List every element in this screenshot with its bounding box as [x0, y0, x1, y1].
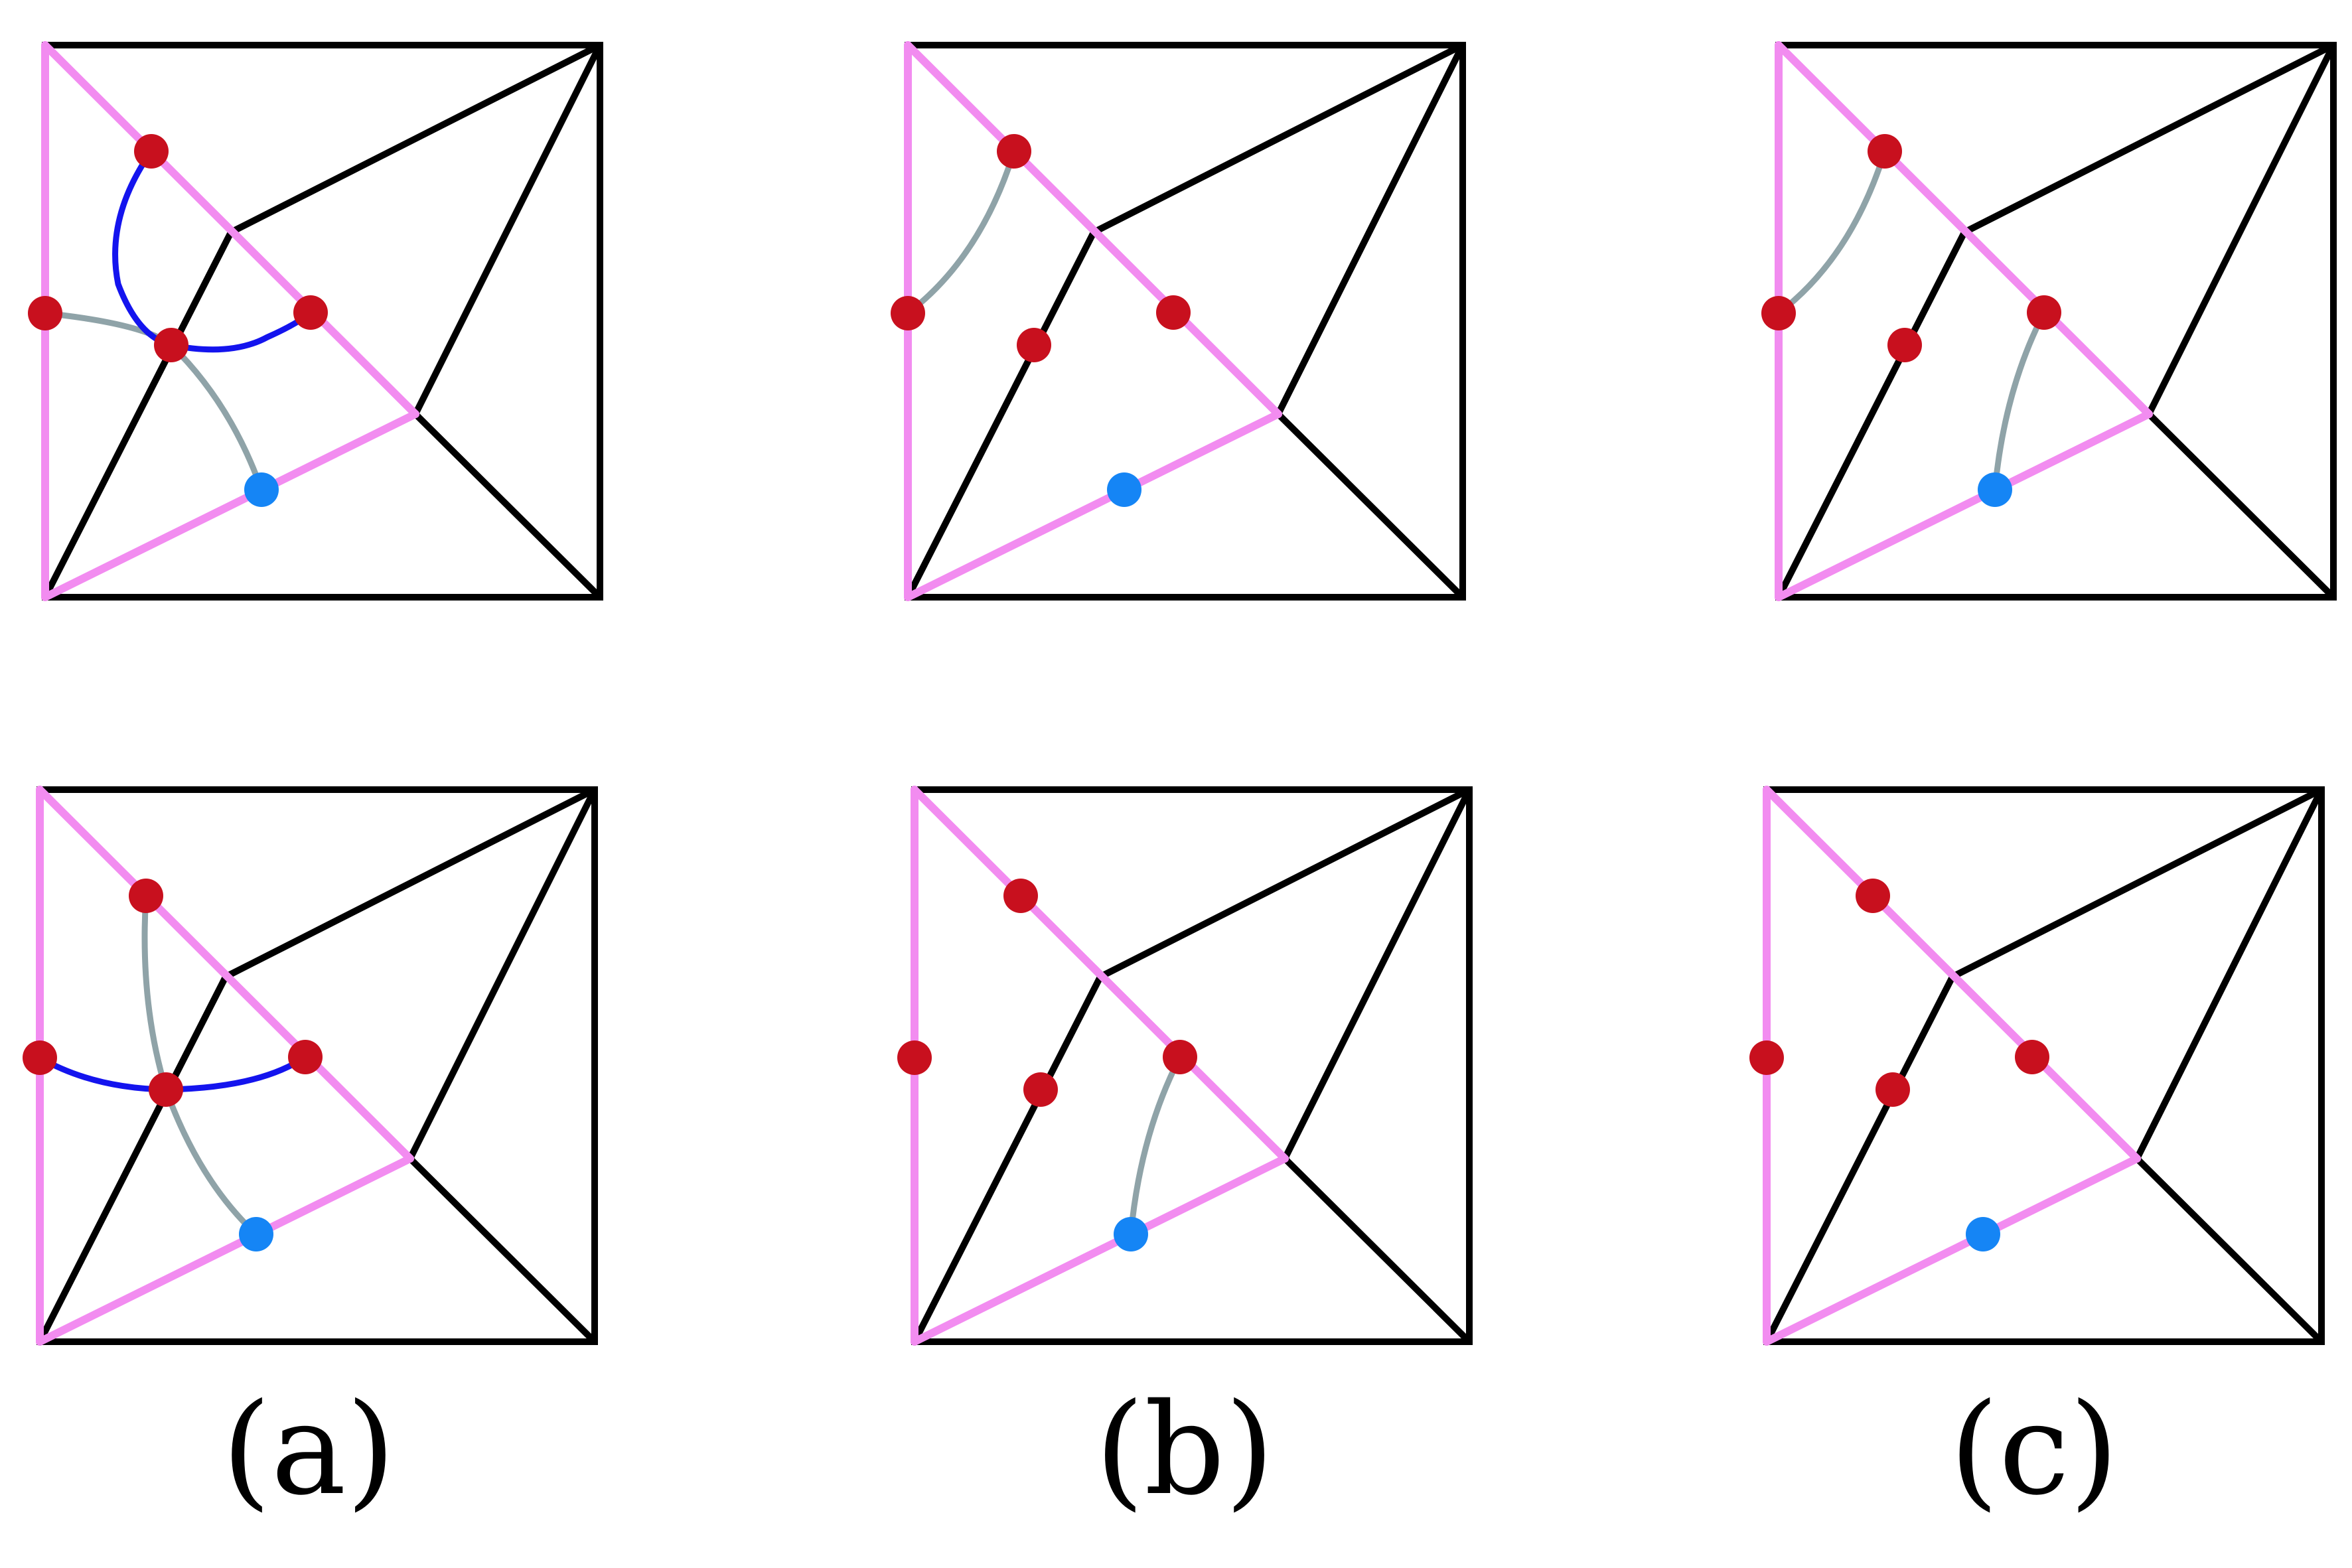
red-dot-m [154, 328, 188, 362]
red-dot-u [997, 134, 1031, 169]
pink-lower-edge [36, 1155, 414, 1346]
panel-a-top [28, 41, 603, 601]
edge-bottom-right [2146, 411, 2337, 601]
edge-inner-top [1961, 42, 2337, 236]
pink-diagonal [1775, 41, 2153, 418]
red-dot-m [1023, 1072, 1058, 1107]
blue-curve-0 [112, 148, 314, 353]
edge-inner-left [1775, 229, 1968, 601]
edge-bottom-right [2134, 1155, 2325, 1345]
gray-curve-1 [1992, 309, 2047, 493]
red-dot-m [1875, 1072, 1910, 1107]
pink-diagonal [904, 41, 1282, 418]
red-dot-l [1761, 296, 1796, 330]
blue-dot [1978, 472, 2012, 507]
red-dot-m [1887, 328, 1922, 362]
blue-dot [239, 1217, 273, 1251]
pink-lower-edge [1775, 410, 2153, 601]
panel-b-top [891, 41, 1466, 601]
red-dot-l [1749, 1040, 1784, 1075]
red-dot-u [129, 879, 163, 913]
caption-a: (a) [222, 1376, 396, 1523]
panel-c-bottom [1749, 786, 2325, 1346]
edge-bottom-right [1275, 411, 1466, 601]
panel-a-bottom [23, 786, 598, 1346]
pink-lower-edge [41, 410, 419, 601]
edge-right-diagonal [1282, 786, 1473, 1162]
red-dot-l [28, 296, 62, 330]
pink-diagonal [41, 41, 419, 418]
red-dot-m [149, 1072, 183, 1107]
edge-right-diagonal [407, 786, 598, 1162]
edge-bottom-right [1282, 1155, 1473, 1345]
pink-lower-edge [911, 1155, 1289, 1346]
edge-inner-left [1763, 973, 1956, 1345]
pink-lower-edge [904, 410, 1282, 601]
blue-dot [1966, 1217, 2000, 1251]
red-dot-u [1003, 879, 1038, 913]
panel-c-top [1761, 41, 2337, 601]
red-dot-l [891, 296, 925, 330]
red-dot-u [1856, 879, 1890, 913]
edge-bottom-right [407, 1155, 598, 1345]
edge-right-diagonal [412, 42, 603, 417]
red-dot-d [288, 1040, 323, 1074]
blue-dot [244, 472, 279, 507]
edge-inner-top [222, 786, 598, 980]
red-dot-d [1156, 295, 1191, 330]
gray-curve-0 [905, 148, 1017, 317]
caption-c: (c) [1950, 1376, 2119, 1523]
red-dot-d [2015, 1040, 2049, 1074]
edge-right-diagonal [1275, 42, 1466, 417]
red-dot-d [1163, 1040, 1197, 1074]
red-dot-u [1868, 134, 1902, 169]
panels-group [23, 41, 2337, 1346]
red-dot-d [293, 295, 328, 330]
edge-bottom-right [412, 411, 603, 601]
edge-inner-top [1097, 786, 1473, 980]
red-dot-l [23, 1040, 57, 1075]
pink-diagonal [911, 786, 1289, 1163]
edge-right-diagonal [2134, 786, 2325, 1162]
gray-curve-0 [1128, 1054, 1183, 1238]
red-dot-d [2027, 295, 2061, 330]
blue-dot [1114, 1217, 1148, 1251]
edge-inner-left [911, 973, 1104, 1345]
edge-inner-top [228, 42, 603, 236]
pink-lower-edge [1763, 1155, 2141, 1346]
caption-b: (b) [1095, 1376, 1274, 1523]
pink-diagonal [1763, 786, 2141, 1163]
red-dot-u [134, 134, 169, 169]
panel-b-bottom [897, 786, 1473, 1346]
edge-inner-left [42, 229, 234, 601]
edge-right-diagonal [2146, 42, 2337, 417]
blue-dot [1107, 472, 1141, 507]
edge-inner-left [905, 229, 1097, 601]
pink-diagonal [36, 786, 414, 1163]
edge-inner-top [1949, 786, 2325, 980]
red-dot-m [1017, 328, 1051, 362]
edge-inner-top [1090, 42, 1466, 236]
gray-curve-0 [1775, 148, 1888, 317]
edge-inner-left [37, 973, 229, 1345]
red-dot-l [897, 1040, 932, 1075]
